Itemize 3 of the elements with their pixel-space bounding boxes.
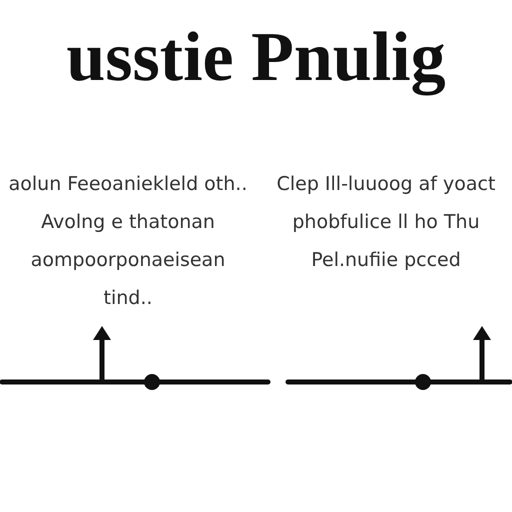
- text-paragraph: aolun Feeoaniekleld oth.. Avolng e thatonan aompoorponaeisean tind..: [8, 172, 248, 311]
- title: usstie Pnulig: [65, 18, 447, 98]
- text-paragraph: Clep Ill-luuoog af yoact phobfulice ll ho Thu Pel.nufiie pcced: [276, 172, 496, 273]
